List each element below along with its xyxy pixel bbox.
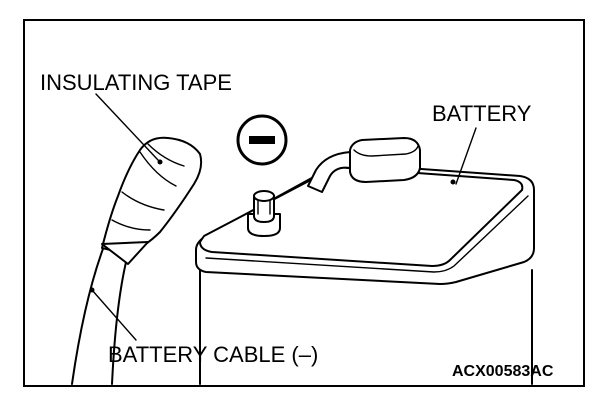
leader-battery [455,127,477,185]
battery-marker-dot [450,179,456,185]
positive-terminal-cover-top [353,145,419,157]
tape-marker-dot [157,159,163,165]
label-insulating-tape: INSULATING TAPE [40,70,232,95]
leader-battery-cable [91,289,137,341]
tape-wrap-3 [111,219,151,231]
negative-terminal-post [247,190,281,237]
positive-cable [307,151,351,193]
battery-lid-edge [205,195,529,273]
negative-battery-cable [71,136,203,385]
tape-tail-flap [101,241,149,265]
battery-body [199,267,533,385]
cable-outline-right [111,253,129,385]
cable-outline-left [71,245,105,385]
tape-wrap-1 [139,143,185,187]
leader-insulating-tape [95,93,159,161]
tape-wrap-2 [121,191,165,211]
figure-code: ACX00583AC [452,363,554,380]
label-battery-cable: BATTERY CABLE (–) [108,342,318,367]
label-battery: BATTERY [432,101,532,126]
taped-cable-end [101,136,203,255]
positive-terminal-cover [349,137,421,183]
battery [195,137,535,385]
negative-symbol-icon [236,114,288,166]
